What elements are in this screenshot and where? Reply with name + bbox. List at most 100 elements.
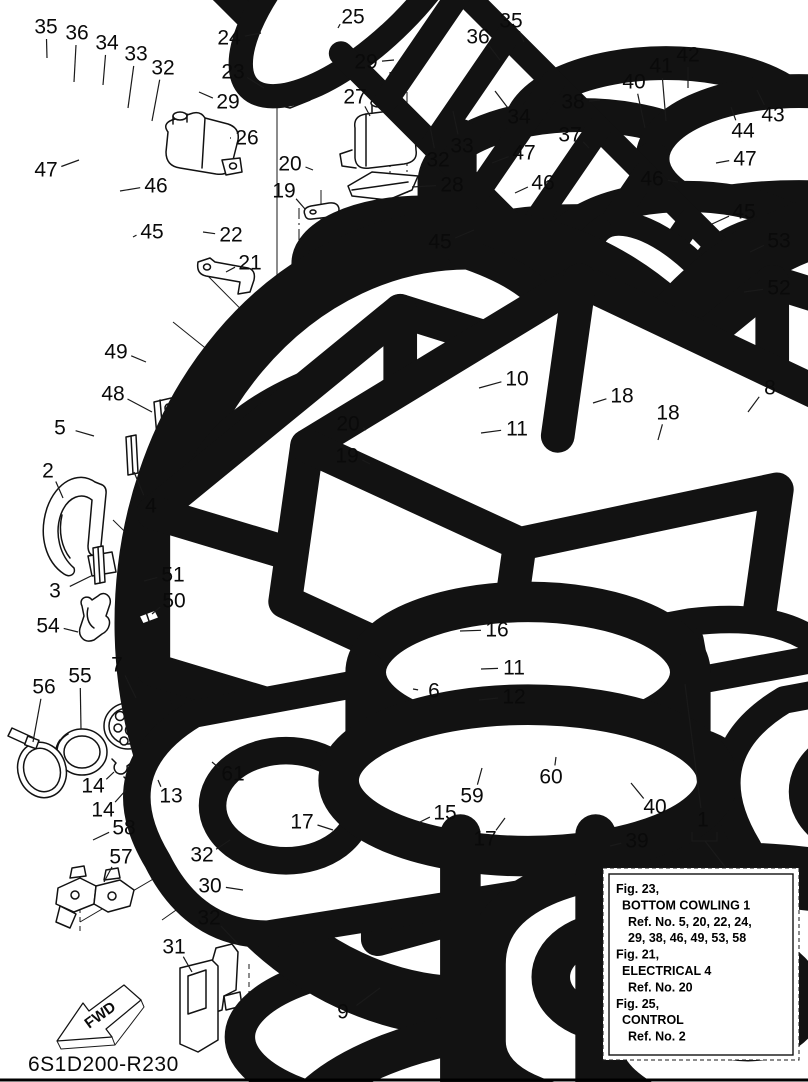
part-bracket-54 <box>78 592 112 642</box>
callout-leader-19 <box>361 459 371 465</box>
callout-leader-20 <box>305 166 314 171</box>
callout-leader-17 <box>495 817 506 831</box>
callout-number-16: 16 <box>485 619 508 642</box>
part-pin-3 <box>92 545 106 585</box>
callout-leader-29 <box>198 91 214 99</box>
callout-number-18: 18 <box>656 402 679 425</box>
fwd-arrow-outline <box>56 984 142 1042</box>
callout-37: 37 <box>558 124 590 149</box>
callout-43: 43 <box>756 89 785 127</box>
callout-leader-46 <box>514 186 529 194</box>
callout-leader-2 <box>55 481 64 499</box>
callout-24: 24 <box>217 27 262 50</box>
callout-number-45: 45 <box>140 221 163 244</box>
callout-number-14: 14 <box>81 775 105 798</box>
callout-38: 38 <box>561 91 601 114</box>
callout-46: 46 <box>514 172 555 195</box>
part-bracket-26 <box>165 111 243 176</box>
callout-leader-53 <box>749 244 765 253</box>
callout-leader-32 <box>429 125 435 149</box>
callout-number-38: 38 <box>561 91 584 114</box>
callout-50: 50 <box>151 590 186 615</box>
reference-line-6: Ref. No. 20 <box>628 980 693 994</box>
callout-leader-44 <box>730 106 737 121</box>
callout-leader-48 <box>127 398 153 413</box>
callout-number-24: 24 <box>217 27 241 50</box>
callout-leader-34 <box>102 54 107 86</box>
callout-32: 32 <box>151 57 175 122</box>
callout-number-47: 47 <box>733 148 756 171</box>
callout-number-26: 26 <box>235 127 258 150</box>
callout-number-46: 46 <box>144 175 167 198</box>
callout-number-17: 17 <box>290 811 313 834</box>
callout-61: 61 <box>211 761 245 786</box>
callout-number-28: 28 <box>440 174 463 197</box>
callout-16: 16 <box>459 619 509 642</box>
callout-31: 31 <box>162 936 193 973</box>
callout-17: 17 <box>290 811 334 834</box>
callout-15: 15 <box>419 802 457 825</box>
callout-leader-15 <box>419 816 431 823</box>
callout-leader-57 <box>103 866 113 883</box>
callout-number-34: 34 <box>95 32 119 55</box>
callout-leader-18 <box>657 424 663 441</box>
callout-leader-54 <box>63 627 79 633</box>
callout-leader-36 <box>73 44 77 83</box>
callout-42: 42 <box>676 44 700 88</box>
callout-number-11: 11 <box>506 418 528 441</box>
callout-leader-6 <box>412 688 419 691</box>
callout-4: 4 <box>133 471 157 518</box>
part-bracket-cluster-57 <box>55 865 135 929</box>
callout-leader-52 <box>743 288 764 293</box>
callout-number-18: 18 <box>610 385 633 408</box>
part-plate-28 <box>347 171 419 201</box>
callout-leader-41 <box>661 77 667 122</box>
callout-1-bracket <box>691 832 727 869</box>
callout-number-21: 21 <box>238 252 261 275</box>
callout-number-36: 36 <box>466 26 489 49</box>
callout-14: 14 <box>91 789 127 822</box>
callout-leader-9 <box>356 987 381 1006</box>
callout-number-11: 11 <box>503 657 525 680</box>
callout-leader-20 <box>362 427 367 431</box>
callout-number-8: 8 <box>764 377 776 400</box>
callout-14: 14 <box>81 771 115 798</box>
part-clip-50 <box>138 609 160 625</box>
callout-number-34: 34 <box>507 106 531 129</box>
callout-leader-21 <box>225 266 236 273</box>
callout-19: 19 <box>272 180 306 210</box>
callout-number-5: 5 <box>54 417 66 440</box>
callout-number-23: 23 <box>221 61 244 84</box>
callout-number-12: 12 <box>502 686 525 709</box>
callout-number-33: 33 <box>124 43 147 66</box>
callout-leader-5 <box>75 430 95 437</box>
callout-leader-34 <box>494 90 509 109</box>
callout-number-40: 40 <box>622 71 645 94</box>
callout-20: 20 <box>336 413 367 436</box>
callout-number-47: 47 <box>34 159 57 182</box>
callout-51: 51 <box>143 564 185 587</box>
callout-number-44: 44 <box>731 120 755 143</box>
callout-41: 41 <box>649 55 673 122</box>
callout-40: 40 <box>622 71 646 129</box>
callout-number-32: 32 <box>426 149 449 172</box>
callout-34: 34 <box>494 90 531 129</box>
callout-number-56: 56 <box>32 676 55 699</box>
callout-1: 1 <box>684 683 709 832</box>
callout-leader-10 <box>478 381 502 389</box>
callout-leader-22 <box>202 231 216 235</box>
callout-leader-29 <box>381 59 395 62</box>
callout-47: 47 <box>34 159 80 182</box>
callout-10: 10 <box>478 368 529 391</box>
callout-leader-55 <box>79 687 82 730</box>
callout-number-10: 10 <box>505 368 528 391</box>
callout-leader-32 <box>215 839 231 850</box>
callout-leader-32 <box>220 925 239 945</box>
callout-number-27: 27 <box>343 86 366 109</box>
callout-leader-59 <box>476 767 483 785</box>
callout-12: 12 <box>478 686 526 709</box>
